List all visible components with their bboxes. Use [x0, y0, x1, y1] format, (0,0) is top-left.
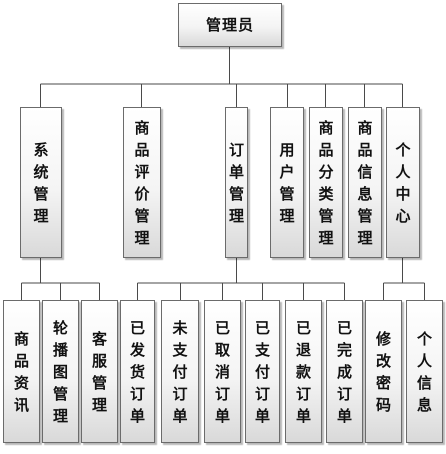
node-label: 客服管理	[92, 329, 108, 414]
node-completed-orders: 已完成订单	[326, 300, 363, 443]
node-label: 个人中心	[395, 140, 411, 225]
node-label: 轮播图管理	[53, 318, 69, 425]
node-label: 个人信息	[417, 329, 433, 414]
node-label: 已取消订单	[215, 318, 231, 425]
node-order-management: 订单管理	[225, 107, 248, 258]
node-system-management: 系统管理	[20, 107, 62, 258]
node-label: 已完成订单	[337, 318, 353, 425]
node-label: 用户管理	[279, 140, 295, 225]
node-goods-management: 商品信息管理	[348, 107, 382, 258]
node-shipped-orders: 已发货订单	[120, 300, 155, 443]
node-personal-info: 个人信息	[406, 300, 443, 443]
node-label: 商品资讯	[14, 329, 30, 414]
node-news: 商品资讯	[3, 300, 40, 443]
node-root-admin: 管理员	[178, 3, 282, 47]
node-personal-center: 个人中心	[386, 107, 420, 258]
node-label: 已支付订单	[255, 318, 271, 425]
node-label: 系统管理	[33, 140, 49, 225]
node-unpaid-orders: 未支付订单	[161, 300, 199, 443]
node-user-management: 用户管理	[270, 107, 304, 258]
node-change-password: 修改密码	[365, 300, 402, 443]
node-customer-service: 客服管理	[81, 300, 118, 443]
node-label: 已发货订单	[130, 318, 146, 425]
node-label: 商品信息管理	[357, 118, 373, 247]
node-cancelled-orders: 已取消订单	[204, 300, 241, 443]
node-label: 修改密码	[376, 329, 392, 414]
node-review-management: 商品评价管理	[123, 107, 161, 258]
node-label: 订单管理	[229, 140, 245, 225]
node-label: 商品分类管理	[318, 118, 334, 247]
node-carousel-management: 轮播图管理	[42, 300, 79, 443]
node-label: 未支付订单	[172, 318, 188, 425]
node-label: 商品评价管理	[134, 118, 150, 247]
node-refunded-orders: 已退款订单	[285, 300, 322, 443]
node-label: 管理员	[205, 16, 254, 34]
node-category-management: 商品分类管理	[309, 107, 343, 258]
node-paid-orders: 已支付订单	[245, 300, 280, 443]
node-label: 已退款订单	[296, 318, 312, 425]
